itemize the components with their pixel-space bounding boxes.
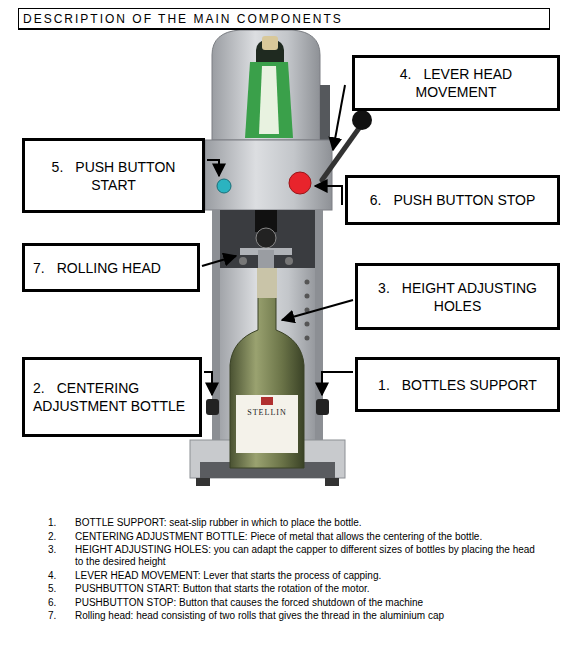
callout-text: 3. HEIGHT ADJUSTING HOLES xyxy=(374,279,541,315)
centering-knob xyxy=(206,399,219,415)
list-number: 4. xyxy=(48,570,75,582)
list-number: 3. xyxy=(48,544,75,568)
foot xyxy=(196,478,210,486)
leader-arrow xyxy=(315,186,342,205)
list-number: 6. xyxy=(48,597,75,609)
foot xyxy=(325,478,339,486)
bottle-capsule xyxy=(257,268,277,298)
height-hole xyxy=(305,322,310,327)
callout-text: 7. ROLLING HEAD xyxy=(33,259,189,277)
list-row: 4.LEVER HEAD MOVEMENT: Lever that starts… xyxy=(48,570,548,582)
leader-arrow xyxy=(282,300,353,320)
callout-label: ROLLING HEAD xyxy=(57,260,161,276)
callout-label: CENTERING ADJUSTMENT BOTTLE xyxy=(33,380,185,414)
description-list: 1.BOTTLE SUPPORT: seat-slip rubber in wh… xyxy=(48,517,548,624)
list-row: 3.HEIGHT ADJUSTING HOLES: you can adapt … xyxy=(48,544,548,568)
height-hole xyxy=(305,336,310,341)
leader-arrow xyxy=(202,256,236,266)
list-description: BOTTLE SUPPORT: seat-slip rubber in whic… xyxy=(75,517,545,529)
green-stripe xyxy=(245,62,293,138)
leader-arrow xyxy=(322,372,353,395)
height-hole xyxy=(305,294,310,299)
list-description: PUSHBUTTON STOP: Button that causes the … xyxy=(75,597,545,609)
callout-label: PUSH BUTTON STOP xyxy=(393,192,535,208)
title-box: DESCRIPTION OF THE MAIN COMPONENTS xyxy=(18,8,550,30)
rolling-bell xyxy=(258,250,274,270)
callout-number: 1. xyxy=(378,377,390,393)
leader-arrow xyxy=(204,372,212,395)
lever-ball xyxy=(352,110,372,130)
callout-label: PUSH BUTTON START xyxy=(75,159,175,193)
lever-arm xyxy=(322,124,362,180)
callout-text: 6. PUSH BUTTON STOP xyxy=(358,191,547,209)
callout-number: 6. xyxy=(370,192,382,208)
list-row: 7.Rolling head: head consisting of two r… xyxy=(48,610,548,622)
start-button xyxy=(217,179,231,193)
bottle-label xyxy=(236,395,298,453)
callout-text: 5. PUSH BUTTON START xyxy=(51,158,176,194)
callout-label: HEIGHT ADJUSTING HOLES xyxy=(402,280,537,314)
list-number: 1. xyxy=(48,517,75,529)
list-row: 2.CENTERING ADJUSTMENT BOTTLE: Piece of … xyxy=(48,531,548,543)
callout-text: 2.CENTERING ADJUSTMENT BOTTLE xyxy=(33,379,191,415)
wine-bottle xyxy=(230,270,304,468)
front-panel xyxy=(205,140,332,210)
leader-arrow xyxy=(333,85,345,150)
callout-box: 5. PUSH BUTTON START xyxy=(22,138,205,213)
height-hole xyxy=(305,280,310,285)
list-description: LEVER HEAD MOVEMENT: Lever that starts t… xyxy=(75,570,545,582)
callout-text: 1. BOTTLES SUPPORT xyxy=(368,376,547,394)
callout-box: 1. BOTTLES SUPPORT xyxy=(355,357,560,412)
bottle-brand: STELLIN xyxy=(236,408,298,417)
list-number: 7. xyxy=(48,610,75,622)
list-row: 5.PUSHBUTTON START: Button that starts t… xyxy=(48,583,548,595)
title: DESCRIPTION OF THE MAIN COMPONENTS xyxy=(19,9,549,27)
list-description: CENTERING ADJUSTMENT BOTTLE: Piece of me… xyxy=(75,531,545,543)
label-crest xyxy=(261,397,273,405)
callout-box: 2.CENTERING ADJUSTMENT BOTTLE xyxy=(22,357,202,437)
list-description: Rolling head: head consisting of two rol… xyxy=(75,610,545,622)
list-number: 2. xyxy=(48,531,75,543)
list-number: 5. xyxy=(48,583,75,595)
callout-number: 7. xyxy=(33,260,45,276)
callout-text: 4.LEVER HEAD MOVEMENT xyxy=(373,65,539,101)
callout-number: 3. xyxy=(378,280,390,296)
leader-arrow xyxy=(207,160,219,176)
centering-knob xyxy=(316,399,329,415)
white-stripe xyxy=(259,66,279,134)
list-description: PUSHBUTTON START: Button that starts the… xyxy=(75,583,545,595)
stop-button xyxy=(289,172,311,194)
callout-box: 6. PUSH BUTTON STOP xyxy=(345,175,560,225)
callout-box: 7. ROLLING HEAD xyxy=(22,243,200,292)
list-row: 6.PUSHBUTTON STOP: Button that causes th… xyxy=(48,597,548,609)
roller xyxy=(285,257,293,265)
callout-number: 2. xyxy=(33,380,45,396)
callout-number: 4. xyxy=(400,66,412,82)
list-row: 1.BOTTLE SUPPORT: seat-slip rubber in wh… xyxy=(48,517,548,529)
callout-label: LEVER HEAD MOVEMENT xyxy=(416,66,513,100)
callout-label: BOTTLES SUPPORT xyxy=(402,377,537,393)
callout-number: 5. xyxy=(52,159,64,175)
callout-box: 3. HEIGHT ADJUSTING HOLES xyxy=(355,263,560,330)
list-description: HEIGHT ADJUSTING HOLES: you can adapt th… xyxy=(75,544,545,568)
roller xyxy=(239,257,247,265)
bottle-cap xyxy=(262,36,278,50)
rolling-head-hub xyxy=(256,228,276,248)
capper-head xyxy=(212,30,320,140)
callout-box: 4.LEVER HEAD MOVEMENT xyxy=(352,55,560,111)
